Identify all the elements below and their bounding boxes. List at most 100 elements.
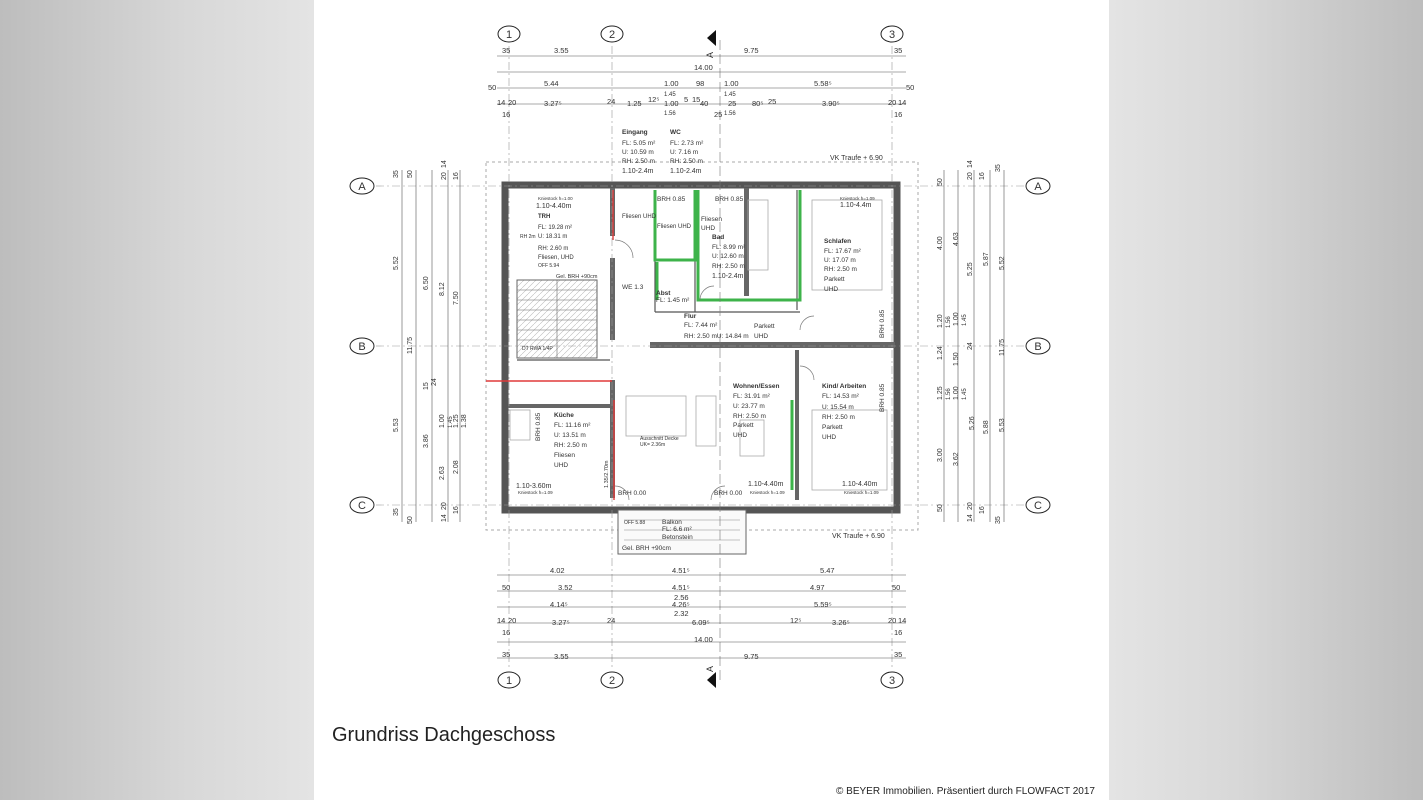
dim-text: 35 xyxy=(995,516,1002,524)
dim-text: 3.55 xyxy=(554,46,569,55)
room-info: FL: 17.67 m² xyxy=(824,248,862,255)
dim-text: 1.56 xyxy=(664,111,676,117)
room-wc: WC FL: 2.73 m² U: 7.16 m RH: 2.50 m 1.10… xyxy=(670,129,704,175)
copyright-notice: © BEYER Immobilien. Präsentiert durch FL… xyxy=(836,786,1095,797)
dim-text: 50 xyxy=(407,170,414,178)
axis-label: A xyxy=(1034,181,1042,193)
room-info: FL: 31.91 m² xyxy=(733,393,771,400)
room-info: RH: 2.50 m xyxy=(670,158,703,165)
dim-text: 16 xyxy=(502,110,510,119)
room-kind-arbeiten: Kind/ Arbeiten FL: 14.53 m² U: 15.54 m R… xyxy=(822,383,866,441)
dim-text: 14.00 xyxy=(694,635,713,644)
rh-note: RH 2m xyxy=(520,234,536,240)
stair-steps xyxy=(517,280,597,358)
brh-label: BRH 0.85 xyxy=(715,196,744,203)
furniture xyxy=(509,199,888,491)
dim-text: 16 xyxy=(979,506,986,514)
room-info: Fliesen xyxy=(701,216,722,223)
room-info: U: 10.59 m xyxy=(622,149,654,156)
room-info: U: 13.51 m xyxy=(554,432,586,439)
dim-text: 7.50 xyxy=(453,291,460,305)
green-insulation-lines xyxy=(653,190,802,490)
axis-bubble-A-right: A xyxy=(1025,177,1051,195)
room-schlafen: Kniestock h=1.09 1.10-4.4m Schlafen FL: … xyxy=(824,196,875,293)
room-info: FL: 19.28 m² xyxy=(538,225,572,231)
dim-text: 9.75 xyxy=(744,46,759,55)
room-info: FL: 8.99 m² xyxy=(712,244,746,251)
dim-text: 1.24 xyxy=(937,346,944,360)
dim-text: 50 xyxy=(906,83,914,92)
dim-text: 80⁵ xyxy=(752,99,763,108)
brh-label: BRH 0.85 xyxy=(657,196,686,203)
dim-text: 20 xyxy=(888,98,896,107)
right-dimension-texts: 50 20 14 16 35 4.00 4.63 5.25 5.87 5.52 … xyxy=(937,160,1006,524)
dim-text: 14 xyxy=(441,160,448,168)
dim-text: 4.00 xyxy=(937,236,944,250)
dim-text: 5.58⁵ xyxy=(814,79,832,88)
height-range: 1.10-4.40m xyxy=(842,481,878,488)
room-info: Gel. BRH +90cm xyxy=(622,545,671,552)
dim-text: 5.44 xyxy=(544,79,559,88)
dim-text: 1.45 xyxy=(448,416,454,428)
room-info: Fliesen xyxy=(554,452,575,459)
room-info: UHD xyxy=(554,462,568,469)
axis-lines xyxy=(376,46,1024,668)
room-name: Küche xyxy=(554,412,574,419)
stair-height-label: 1.35/2.70m xyxy=(604,460,610,488)
height-range: 1.10-3.60m xyxy=(516,483,552,490)
dim-text: 3.55 xyxy=(554,652,569,661)
room-eingang: Eingang FL: 5.05 m² U: 10.59 m RH: 2.50 … xyxy=(622,129,656,175)
dim-text: 35 xyxy=(502,46,510,55)
room-info: 1.10-4.4m xyxy=(840,202,872,209)
floor-plan-sheet xyxy=(314,0,1109,800)
dim-text: 24 xyxy=(607,616,615,625)
balcony-pattern xyxy=(624,519,740,541)
dim-text: 20 xyxy=(888,616,896,625)
unit-label: WE 1.3 xyxy=(622,284,644,291)
axis-label: B xyxy=(358,341,365,353)
dim-text: 1.56 xyxy=(946,388,952,400)
room-info: FL: 1.45 m² xyxy=(656,297,690,304)
plan-caption: Grundriss Dachgeschoss xyxy=(332,724,556,746)
room-info: UHD xyxy=(822,434,836,441)
dim-text: 14 xyxy=(967,160,974,168)
room-flur: Flur FL: 7.44 m² RH: 2.50 mU: 14.84 m Pa… xyxy=(684,313,775,340)
dim-text: 5.53 xyxy=(999,418,1006,432)
room-info: RH: 2.60 m xyxy=(538,246,568,252)
room-name: WC xyxy=(670,129,681,136)
room-info: Parkett xyxy=(824,276,845,283)
dim-text: 35 xyxy=(502,650,510,659)
dim-text: 3.86 xyxy=(423,434,430,448)
misc-labels: BRH 0.85 BRH 0.85 BRH 0.85 BRH 0.85 BRH … xyxy=(516,196,886,526)
room-info: U: 17.07 m xyxy=(824,257,856,264)
dim-text: 1.45 xyxy=(962,314,968,326)
dim-text: 1.00 xyxy=(664,79,679,88)
section-marker-label-bottom: A xyxy=(705,666,715,672)
dimension-lines xyxy=(401,55,1005,659)
dim-text: 5.53 xyxy=(393,418,400,432)
room-info: U: 23.77 m xyxy=(733,403,765,410)
room-kueche: Küche FL: 11.16 m² U: 13.51 m RH: 2.50 m… xyxy=(554,412,591,469)
dim-text: 1.38 xyxy=(461,414,468,428)
dim-text: 14 xyxy=(898,616,906,625)
dim-text: 20 xyxy=(508,98,516,107)
dim-text: 16 xyxy=(453,506,460,514)
room-info: UHD xyxy=(701,225,715,232)
dim-text: 1.25 xyxy=(453,414,460,428)
axis-bubble-B-left: B xyxy=(349,337,375,355)
room-info: RH: 2.50 m xyxy=(622,158,655,165)
room-info: Kniestock h=1.00 xyxy=(538,196,573,201)
dim-text: 8.12 xyxy=(439,282,446,296)
axis-bubble-3-bottom: 3 xyxy=(880,671,904,689)
dim-text: 20 xyxy=(441,502,448,510)
axis-bubble-C-right: C xyxy=(1025,496,1051,514)
room-abst: Abst FL: 1.45 m² xyxy=(656,290,690,304)
room-balkon: Balkon FL: 6.6 m² Betonstein Gel. BRH +9… xyxy=(622,519,693,552)
dim-text: 50 xyxy=(892,583,900,592)
room-name: Balkon xyxy=(662,519,682,526)
dim-text: 1.00 xyxy=(953,312,960,326)
axis-label: 2 xyxy=(609,675,615,687)
dim-text: 4.26⁵ xyxy=(672,600,690,609)
dim-text: 6.50 xyxy=(423,276,430,290)
dim-text: 20 xyxy=(967,502,974,510)
